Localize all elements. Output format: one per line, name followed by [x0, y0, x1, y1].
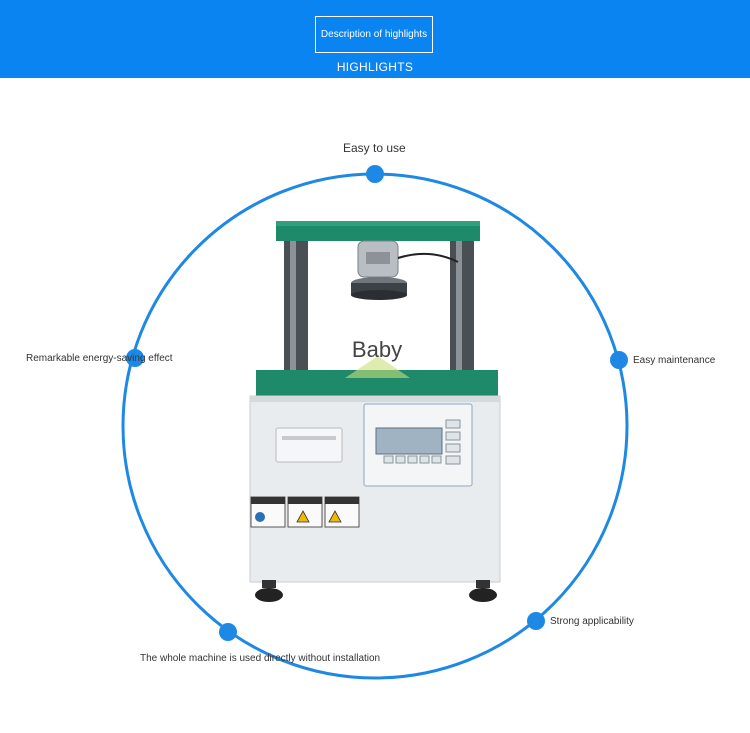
highlight-dot [219, 623, 237, 641]
highlight-easy-maintenance: Easy maintenance [633, 355, 716, 366]
highlight-dot [527, 612, 545, 630]
highlight-dot [366, 165, 384, 183]
highlight-energy-saving: Remarkable energy-saving effect [26, 353, 173, 364]
machine-lcd [375, 427, 443, 455]
highlight-easy-to-use: Easy to use [343, 141, 406, 155]
highlight-dot [126, 349, 144, 367]
highlights-title-box: Description of highlights [315, 16, 433, 53]
machine-printer [275, 427, 343, 463]
header-banner: Description of highlights HIGHLIGHTS [0, 0, 750, 78]
highlight-no-installation: The whole machine is used directly witho… [140, 653, 381, 664]
machine-foot [262, 580, 276, 588]
highlight-strong-applicability: Strong applicability [550, 616, 634, 627]
watermark-text: Baby [352, 337, 402, 362]
highlights-subtitle: HIGHLIGHTS [336, 60, 414, 74]
machine-foot [476, 580, 490, 588]
highlight-dot [610, 351, 628, 369]
compression-tester-image [249, 221, 501, 602]
